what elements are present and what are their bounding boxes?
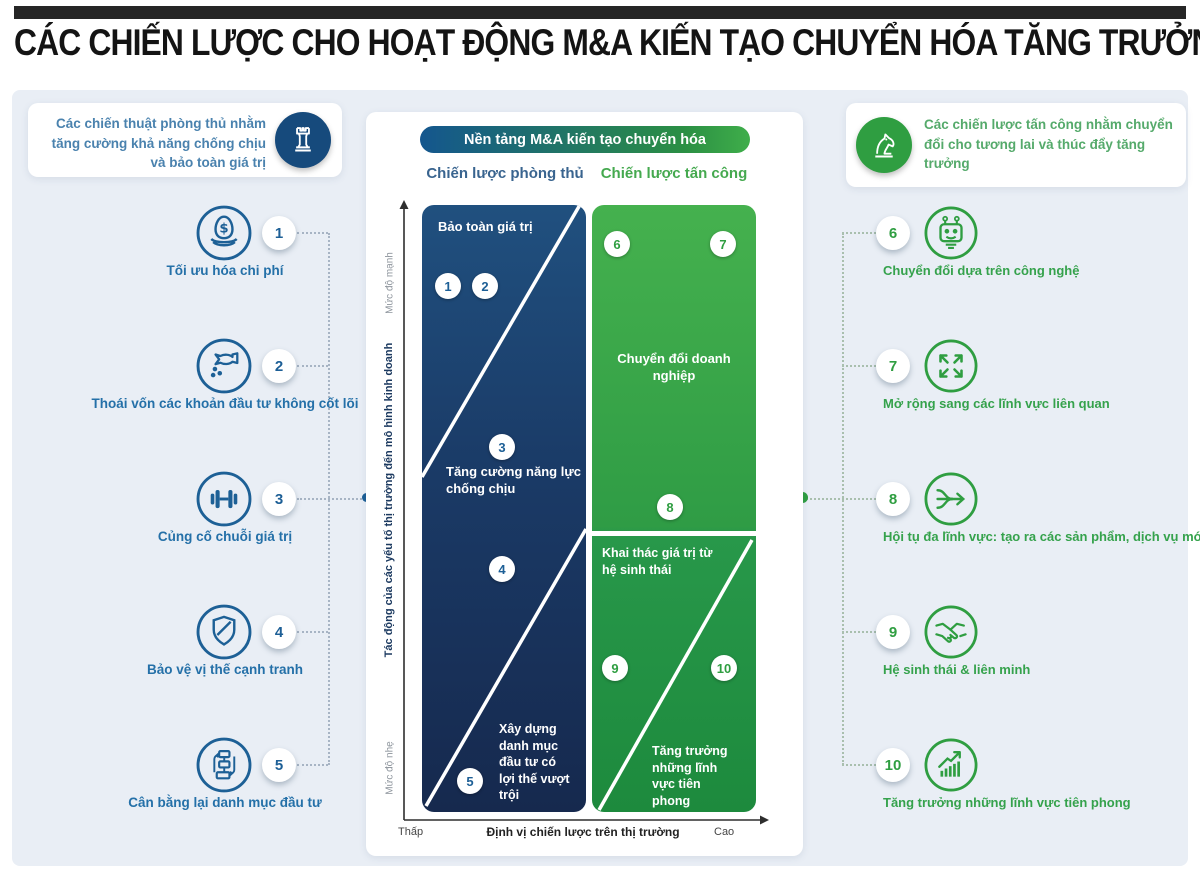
attack-diagonal	[597, 539, 754, 811]
matrix-marker-1: 1	[435, 273, 461, 299]
attack-intro-text: Các chiến lược tấn công nhằm chuyển đổi …	[924, 117, 1173, 172]
zone-preserve-label: Bảo toàn giá trị	[438, 219, 533, 234]
defense-item-1-number: 1	[262, 216, 296, 250]
right-connector-stub-7	[842, 365, 876, 367]
divest-hand-icon	[195, 337, 253, 395]
y-axis-top-label: Mức độ mạnh	[384, 252, 396, 314]
matrix-marker-6: 6	[604, 231, 630, 257]
attack-item-7-label: Mở rộng sang các lĩnh vực liên quan	[883, 396, 1110, 411]
x-axis-low-label: Thấp	[398, 826, 424, 838]
rebalance-icon	[195, 736, 253, 794]
left-connector-stub-5	[297, 764, 328, 766]
defense-item-2-label: Thoái vốn các khoản đầu tư không cốt lõi	[91, 396, 359, 411]
matrix-marker-3: 3	[489, 434, 515, 460]
defense-item-5-number: 5	[262, 748, 296, 782]
y-axis-label: Tác động của các yếu tố thị trường đến m…	[383, 342, 395, 658]
attack-item-6-number: 6	[876, 216, 910, 250]
left-connector-stub-1	[297, 232, 328, 234]
x-axis-label: Định vị chiến lược trên thị trường	[486, 825, 680, 839]
defense-item-3-number: 3	[262, 482, 296, 516]
top-rule	[14, 6, 1186, 19]
attack-column-label: Chiến lược tấn công	[600, 165, 748, 182]
matrix-marker-8: 8	[657, 494, 683, 520]
defense-item-3-label: Củng cố chuỗi giá trị	[157, 529, 293, 544]
attack-item-9-number: 9	[876, 615, 910, 649]
defense-item-1-label: Tối ưu hóa chi phí	[166, 263, 284, 278]
nest-egg-icon	[195, 204, 253, 262]
knight-icon	[862, 123, 906, 167]
right-connector-stub-9	[842, 631, 876, 633]
left-connector-stub-4	[297, 631, 328, 633]
growth-chart-icon	[923, 737, 979, 793]
x-axis-high-label: Cao	[714, 826, 735, 838]
defense-item-4-number: 4	[262, 615, 296, 649]
dumbbell-icon	[195, 470, 253, 528]
matrix-marker-4: 4	[489, 556, 515, 582]
knight-badge	[856, 117, 912, 173]
zone-ecosystem-label: Khai thác giá trị từ hệ sinh thái	[602, 546, 713, 577]
page-title: CÁC CHIẾN LƯỢC CHO HOẠT ĐỘNG M&A KIẾN TẠ…	[14, 22, 1200, 63]
handshake-icon	[923, 604, 979, 660]
board: Các chiến thuật phòng thủ nhằm tăng cườn…	[12, 90, 1200, 866]
attack-item-9-label: Hệ sinh thái & liên minh	[883, 662, 1031, 677]
attack-item-6-label: Chuyển đổi dựa trên công nghệ	[883, 263, 1080, 278]
matrix-marker-9: 9	[602, 655, 628, 681]
zone-transform-label: Chuyển đổi doanh nghiệp	[617, 351, 731, 384]
attack-item-7-number: 7	[876, 349, 910, 383]
attack-intro-card: Các chiến lược tấn công nhằm chuyển đổi …	[846, 103, 1186, 187]
defense-diagonals	[422, 205, 586, 807]
rook-badge	[275, 112, 331, 168]
zone-portfolio-label: Xây dựng danh mục đầu tư có lợi thế vượt…	[499, 722, 570, 802]
zone-resilience-label: Tăng cường năng lực chống chịu	[446, 464, 581, 497]
attack-item-8-number: 8	[876, 482, 910, 516]
matrix-card: Nền tảng M&A kiến tạo chuyển hóa Chiến l…	[366, 112, 803, 856]
attack-item-8-label: Hội tụ đa lĩnh vực: tạo ra các sản phẩm,…	[883, 529, 1200, 544]
converge-arrows-icon	[923, 471, 979, 527]
matrix-marker-7: 7	[710, 231, 736, 257]
attack-quadrant-divider	[592, 531, 756, 536]
left-connector-stub-3	[297, 498, 362, 500]
matrix-marker-10: 10	[711, 655, 737, 681]
defense-quadrant: Bảo toàn giá trị 1 2 3 Tăng cường năng l…	[422, 205, 586, 812]
robot-icon	[923, 205, 979, 261]
right-connector-stub-8	[802, 498, 876, 500]
defense-item-5-label: Cân bằng lại danh mục đầu tư	[128, 795, 322, 810]
defense-item-4-label: Bảo vệ vị thế cạnh tranh	[146, 662, 304, 677]
matrix-marker-2: 2	[472, 273, 498, 299]
axes	[399, 200, 769, 825]
zone-frontier-label: Tăng trưởng những lĩnh vực tiên phong	[652, 744, 728, 808]
left-connector-stub-2	[297, 365, 328, 367]
defense-item-2-number: 2	[262, 349, 296, 383]
expand-arrows-icon	[923, 338, 979, 394]
defense-intro-text: Các chiến thuật phòng thủ nhằm tăng cườn…	[51, 116, 266, 171]
right-connector-stub-10	[842, 764, 876, 766]
defense-column-label: Chiến lược phòng thủ	[426, 165, 584, 182]
matrix-marker-5: 5	[457, 768, 483, 794]
shield-icon	[195, 603, 253, 661]
matrix-pill: Nền tảng M&A kiến tạo chuyển hóa	[420, 126, 750, 153]
attack-item-10-number: 10	[876, 748, 910, 782]
attack-quadrant: 6 7 Chuyển đổi doanh nghiệp 8 Khai thác …	[592, 205, 756, 812]
right-connector-stub-6	[842, 232, 876, 234]
defense-intro-card: Các chiến thuật phòng thủ nhằm tăng cườn…	[28, 103, 342, 177]
y-axis-bottom-label: Mức độ nhẹ	[384, 741, 396, 795]
rook-icon	[281, 118, 325, 162]
attack-item-10-label: Tăng trưởng những lĩnh vực tiên phong	[883, 795, 1131, 810]
